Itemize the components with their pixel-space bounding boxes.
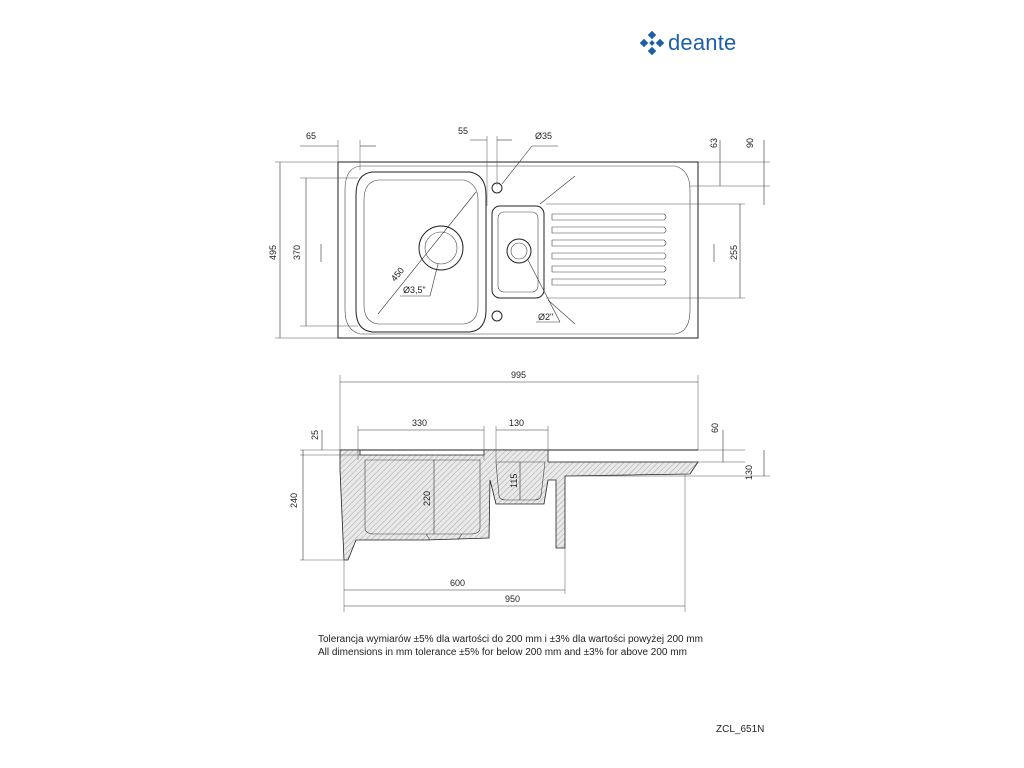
- dim-65: 65: [306, 131, 316, 141]
- sink-outline: [337, 161, 699, 339]
- dim-60: 60: [710, 423, 720, 433]
- dim-240: 240: [289, 493, 299, 508]
- sink-rim: [344, 165, 691, 335]
- main-bowl: [355, 171, 487, 333]
- dim-995: 995: [511, 370, 526, 380]
- dim-diameter-35: Ø35: [535, 131, 552, 141]
- section-view: 995 330 130 60 25 240 220 115 130 600 95…: [289, 370, 770, 612]
- brand-name: deante: [668, 30, 737, 55]
- dim-950: 950: [505, 594, 520, 604]
- deante-logo-icon: [640, 31, 664, 55]
- dim-130-side: 130: [744, 465, 754, 480]
- dim-115: 115: [509, 474, 519, 488]
- dim-130-top: 130: [509, 418, 524, 428]
- dim-255: 255: [729, 245, 739, 260]
- dim-600: 600: [450, 578, 465, 588]
- brand-logo: deante: [640, 30, 737, 56]
- tap-hole-bottom: [491, 310, 503, 322]
- top-view: 65 55 Ø35 63 90 495 370 255 450 Ø3,5" Ø2…: [268, 126, 770, 339]
- dim-55: 55: [458, 126, 468, 136]
- dim-90: 90: [745, 138, 755, 148]
- dim-diameter-3-5in: Ø3,5": [403, 285, 426, 295]
- dim-330: 330: [412, 418, 427, 428]
- main-bowl-section: [339, 449, 699, 561]
- model-code: ZCL_651N: [716, 724, 765, 735]
- dim-25: 25: [310, 430, 320, 440]
- drainer-grooves: [551, 213, 667, 286]
- dim-450: 450: [389, 265, 406, 283]
- dim-220: 220: [422, 491, 432, 506]
- tolerance-note-en: All dimensions in mm tolerance ±5% for b…: [318, 647, 687, 658]
- small-drain: [506, 238, 532, 264]
- dim-diameter-2in: Ø2": [538, 312, 553, 322]
- dim-370: 370: [292, 245, 302, 260]
- tolerance-note-pl: Tolerancja wymiarów ±5% dla wartości do …: [318, 634, 704, 645]
- main-drain: [418, 225, 464, 271]
- dim-63: 63: [709, 138, 719, 148]
- dim-495: 495: [268, 245, 278, 260]
- small-bowl: [491, 205, 545, 299]
